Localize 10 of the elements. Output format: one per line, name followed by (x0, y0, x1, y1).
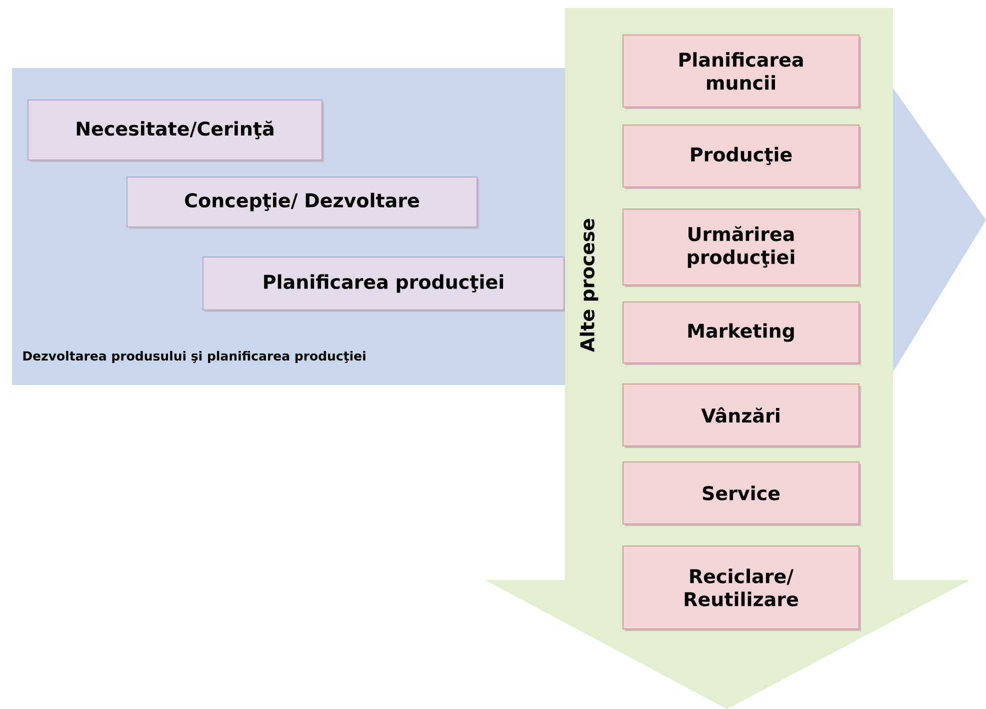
step-box: Urmărirea producţiei (622, 208, 861, 287)
step-box: Planificarea muncii (622, 34, 861, 109)
step-box: Reciclare/ Reutilizare (622, 546, 861, 631)
step-box: Planificarea producţiei (202, 256, 566, 312)
step-box: Producţie (622, 124, 861, 189)
step-box: Service (622, 462, 861, 526)
step-box: Vânzări (622, 384, 861, 448)
step-box: Necesitate/Cerinţă (28, 100, 324, 162)
step-box: Marketing (622, 302, 861, 365)
step-box: Concepţie/ Dezvoltare (126, 176, 479, 229)
